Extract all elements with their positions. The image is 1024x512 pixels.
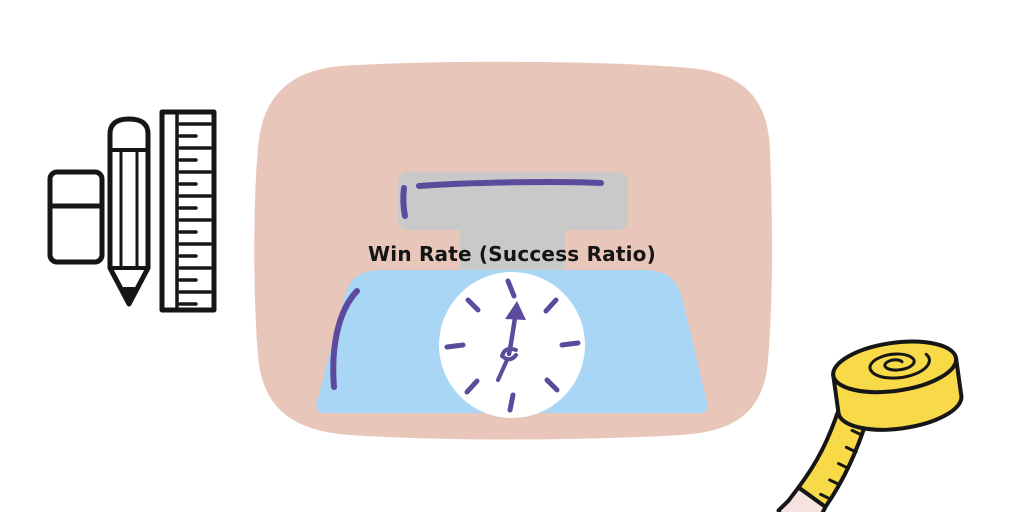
ruler-ticks (178, 122, 212, 306)
scale-body-curve (330, 288, 360, 390)
ruler-body (159, 109, 217, 313)
dial-needle (496, 301, 526, 382)
dial-ticks (444, 278, 581, 413)
ruler-icon (159, 109, 217, 313)
tape-strip-ticks (819, 428, 864, 501)
dial-tick (543, 297, 559, 314)
dial-tick (559, 340, 581, 348)
tape-tick (844, 445, 858, 454)
tape-strip (796, 402, 870, 509)
tape-roll-spiral (868, 352, 931, 380)
dial-tick (505, 278, 517, 299)
weighing-scale-icon (316, 172, 708, 418)
tape-torn-end (776, 485, 828, 512)
scale-stem (460, 226, 565, 276)
needle-hub (500, 346, 518, 362)
pencil-icon (107, 116, 151, 307)
needle-head (505, 301, 526, 320)
dial-tick (544, 377, 560, 393)
dial-tick (444, 342, 466, 350)
tape-tick (828, 478, 842, 487)
dial-tick (464, 378, 480, 395)
eraser-icon (47, 169, 105, 265)
measuring-tape-icon (776, 339, 964, 512)
tape-tick (850, 428, 864, 437)
eraser-body (47, 169, 105, 265)
pencil-tip (123, 287, 135, 302)
dial-tick (465, 297, 481, 313)
scale-plate-stroke-left (400, 185, 408, 219)
scale-plate-stroke (416, 179, 604, 189)
needle-tail (496, 358, 509, 382)
tape-tick (819, 492, 832, 501)
dial-tick (507, 392, 516, 413)
tape-tick (837, 462, 850, 470)
pencil-body (107, 116, 151, 307)
